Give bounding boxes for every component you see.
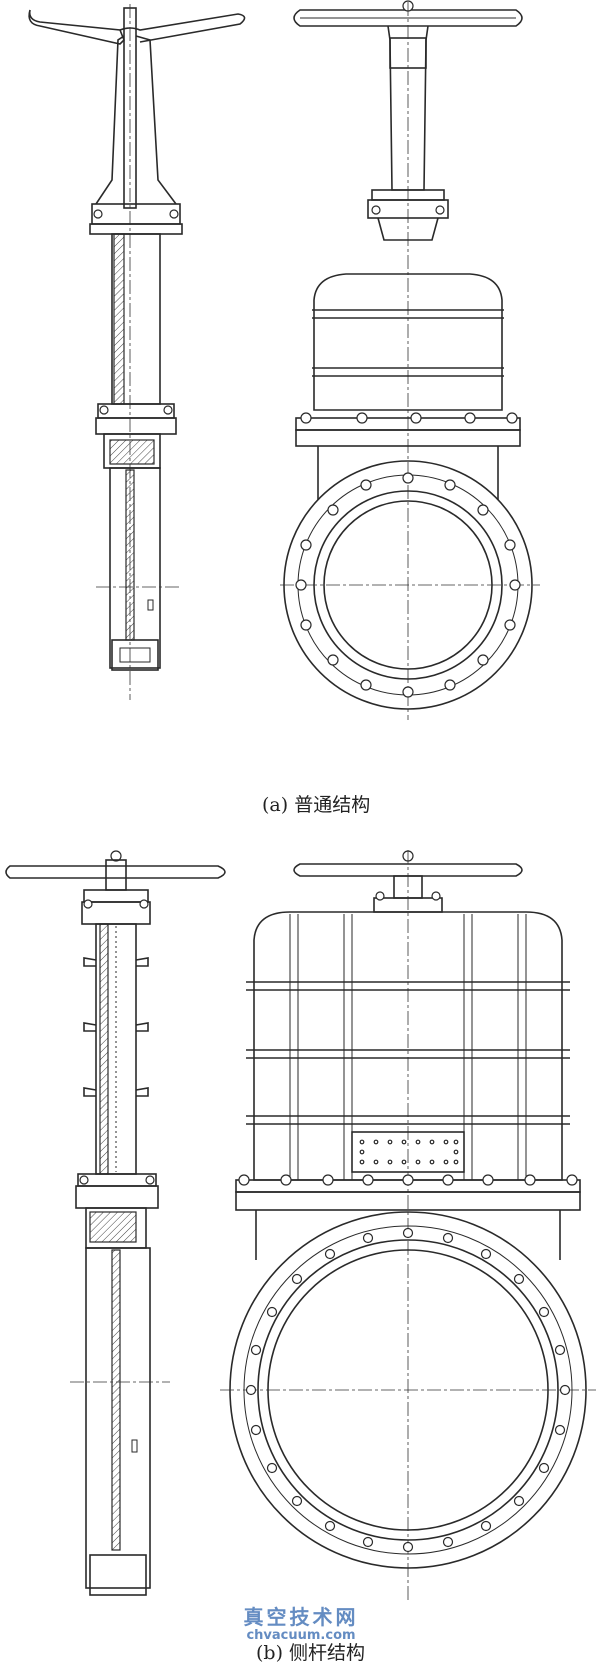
figure-b-front-view <box>220 850 596 1600</box>
figure-b-side-view <box>5 850 226 1596</box>
watermark-en: chvacuum.com <box>246 1628 356 1643</box>
figure-a-side-view <box>28 4 246 700</box>
watermark-cn: 真空技术网 <box>243 1605 359 1629</box>
caption-figure-b: (b) 侧杆结构 <box>256 1642 366 1664</box>
figure-a-front-view <box>280 0 540 720</box>
flange-bolt-circle-b <box>245 1227 571 1553</box>
caption-figure-a: (a) 普通结构 <box>262 794 371 816</box>
figure-b-group <box>5 850 596 1600</box>
figure-a-group <box>28 0 540 720</box>
watermark-logo: 真空技术网 chvacuum.com <box>226 1605 376 1643</box>
